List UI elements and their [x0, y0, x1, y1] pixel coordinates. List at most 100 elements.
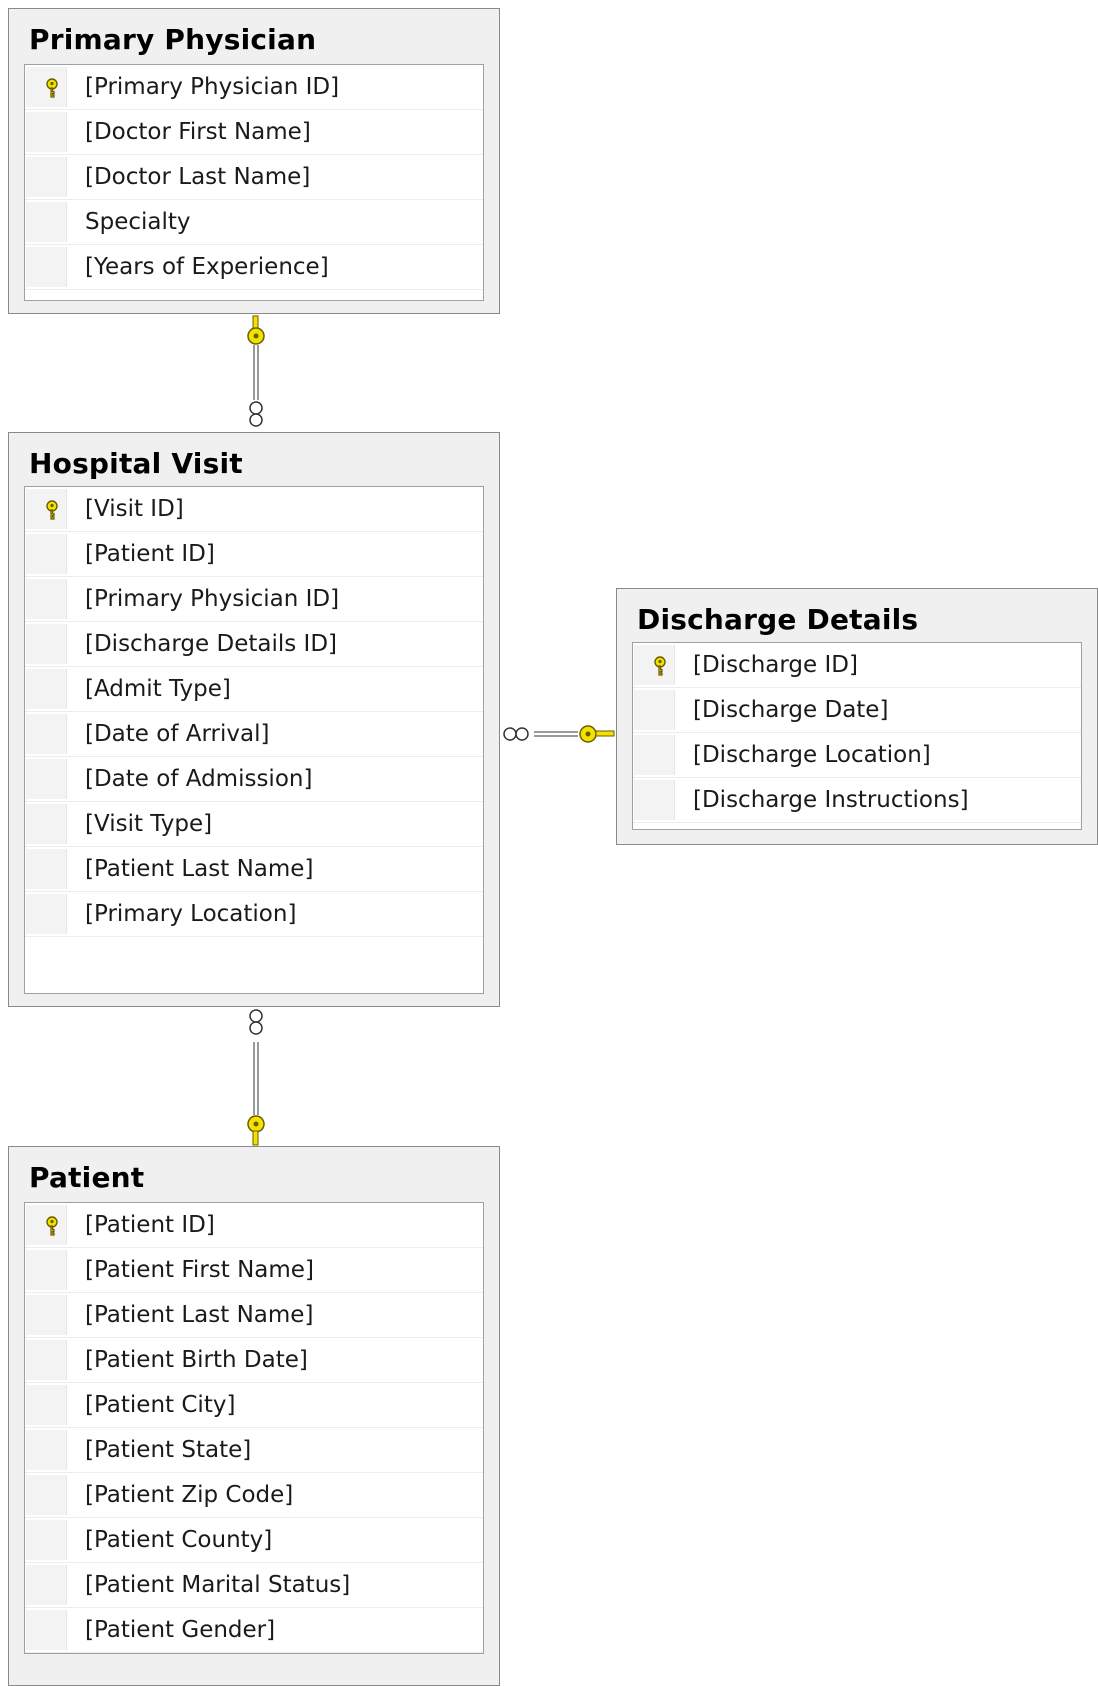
- column-row[interactable]: [Date of Admission]: [25, 757, 483, 802]
- row-selector[interactable]: [634, 780, 675, 820]
- column-name: [Date of Admission]: [85, 766, 313, 792]
- row-selector[interactable]: [26, 624, 67, 664]
- column-name: [Years of Experience]: [85, 254, 329, 280]
- column-row[interactable]: [Visit Type]: [25, 802, 483, 847]
- column-name: [Discharge ID]: [693, 652, 858, 678]
- table-primary-physician[interactable]: Primary Physician [Primary Physician ID]…: [8, 8, 500, 314]
- relationship-visit-discharge[interactable]: [503, 725, 615, 743]
- row-selector[interactable]: [26, 669, 67, 709]
- column-name: [Primary Physician ID]: [85, 586, 340, 612]
- row-selector[interactable]: [26, 112, 67, 152]
- row-selector[interactable]: [634, 690, 675, 730]
- relationship-physician-visit[interactable]: [247, 315, 265, 427]
- column-row[interactable]: [Patient Marital Status]: [25, 1563, 483, 1608]
- key-icon: [46, 78, 58, 98]
- column-name: [Primary Location]: [85, 901, 297, 927]
- column-name: [Discharge Date]: [693, 697, 889, 723]
- column-name: [Patient First Name]: [85, 1257, 314, 1283]
- column-row[interactable]: [Patient County]: [25, 1518, 483, 1563]
- column-name: [Doctor Last Name]: [85, 164, 311, 190]
- row-selector[interactable]: [26, 759, 67, 799]
- column-name: [Doctor First Name]: [85, 119, 311, 145]
- column-row[interactable]: [Date of Arrival]: [25, 712, 483, 757]
- column-row[interactable]: [Patient First Name]: [25, 1248, 483, 1293]
- column-row[interactable]: [Patient Zip Code]: [25, 1473, 483, 1518]
- table-title: Patient: [29, 1161, 145, 1194]
- column-name: [Date of Arrival]: [85, 721, 270, 747]
- row-selector[interactable]: [26, 247, 67, 287]
- column-row[interactable]: [Doctor First Name]: [25, 110, 483, 155]
- key-end-icon: [247, 1115, 265, 1146]
- column-row[interactable]: [Patient Birth Date]: [25, 1338, 483, 1383]
- column-row[interactable]: [Primary Physician ID]: [25, 65, 483, 110]
- row-selector[interactable]: [26, 1295, 67, 1335]
- row-selector[interactable]: [26, 1250, 67, 1290]
- column-name: Specialty: [85, 209, 191, 235]
- column-row[interactable]: [Discharge Date]: [633, 688, 1081, 733]
- column-name: [Patient City]: [85, 1392, 236, 1418]
- table-patient[interactable]: Patient [Patient ID] [Patient First Name…: [8, 1146, 500, 1686]
- column-name: [Visit Type]: [85, 811, 213, 837]
- column-name: [Discharge Location]: [693, 742, 931, 768]
- column-row[interactable]: [Primary Physician ID]: [25, 577, 483, 622]
- row-selector[interactable]: [26, 1610, 67, 1650]
- column-name: [Patient Birth Date]: [85, 1347, 308, 1373]
- column-name: [Primary Physician ID]: [85, 74, 340, 100]
- column-row[interactable]: [Discharge Details ID]: [25, 622, 483, 667]
- many-end-icon: [249, 401, 263, 427]
- row-selector[interactable]: [26, 534, 67, 574]
- row-selector[interactable]: [26, 1385, 67, 1425]
- row-selector[interactable]: [26, 489, 67, 529]
- column-name: [Patient State]: [85, 1437, 252, 1463]
- column-row[interactable]: [Admit Type]: [25, 667, 483, 712]
- key-end-icon: [247, 315, 265, 345]
- column-row[interactable]: [Discharge Instructions]: [633, 778, 1081, 823]
- row-selector[interactable]: [26, 849, 67, 889]
- row-selector[interactable]: [26, 202, 67, 242]
- row-selector[interactable]: [26, 1565, 67, 1605]
- row-selector[interactable]: [26, 157, 67, 197]
- row-selector[interactable]: [634, 645, 675, 685]
- column-row[interactable]: [Primary Location]: [25, 892, 483, 937]
- row-selector[interactable]: [26, 1205, 67, 1245]
- row-selector[interactable]: [26, 1430, 67, 1470]
- row-selector[interactable]: [26, 1340, 67, 1380]
- column-name: [Patient Last Name]: [85, 856, 314, 882]
- column-name: [Admit Type]: [85, 676, 231, 702]
- column-name: [Patient ID]: [85, 1212, 215, 1238]
- many-end-icon: [249, 1009, 263, 1035]
- table-discharge-details[interactable]: Discharge Details [Discharge ID] [Discha…: [616, 588, 1098, 845]
- column-row[interactable]: [Patient State]: [25, 1428, 483, 1473]
- relationship-visit-patient[interactable]: [247, 1009, 265, 1146]
- table-hospital-visit[interactable]: Hospital Visit [Visit ID] [Patient ID] […: [8, 432, 500, 1007]
- column-row[interactable]: [Doctor Last Name]: [25, 155, 483, 200]
- column-name: [Patient Zip Code]: [85, 1482, 294, 1508]
- column-row[interactable]: [Patient Last Name]: [25, 847, 483, 892]
- column-row[interactable]: [Patient ID]: [25, 532, 483, 577]
- column-grid: [Visit ID] [Patient ID] [Primary Physici…: [24, 486, 484, 994]
- column-row[interactable]: Specialty: [25, 200, 483, 245]
- column-row[interactable]: [Patient Gender]: [25, 1608, 483, 1653]
- row-selector[interactable]: [634, 735, 675, 775]
- column-grid: [Discharge ID] [Discharge Date] [Dischar…: [632, 642, 1082, 830]
- column-row[interactable]: [Patient City]: [25, 1383, 483, 1428]
- row-selector[interactable]: [26, 894, 67, 934]
- row-selector[interactable]: [26, 67, 67, 107]
- row-selector[interactable]: [26, 714, 67, 754]
- column-grid: [Patient ID] [Patient First Name] [Patie…: [24, 1202, 484, 1654]
- column-row[interactable]: [Discharge ID]: [633, 643, 1081, 688]
- row-selector[interactable]: [26, 1475, 67, 1515]
- row-selector[interactable]: [26, 804, 67, 844]
- column-row[interactable]: [Discharge Location]: [633, 733, 1081, 778]
- row-selector[interactable]: [26, 1520, 67, 1560]
- column-row[interactable]: [Visit ID]: [25, 487, 483, 532]
- column-row[interactable]: [Patient Last Name]: [25, 1293, 483, 1338]
- column-row[interactable]: [Years of Experience]: [25, 245, 483, 290]
- column-name: [Patient County]: [85, 1527, 273, 1553]
- column-grid: [Primary Physician ID] [Doctor First Nam…: [24, 64, 484, 301]
- row-selector[interactable]: [26, 579, 67, 619]
- table-title: Primary Physician: [29, 23, 317, 56]
- column-row[interactable]: [Patient ID]: [25, 1203, 483, 1248]
- key-icon: [46, 1216, 58, 1236]
